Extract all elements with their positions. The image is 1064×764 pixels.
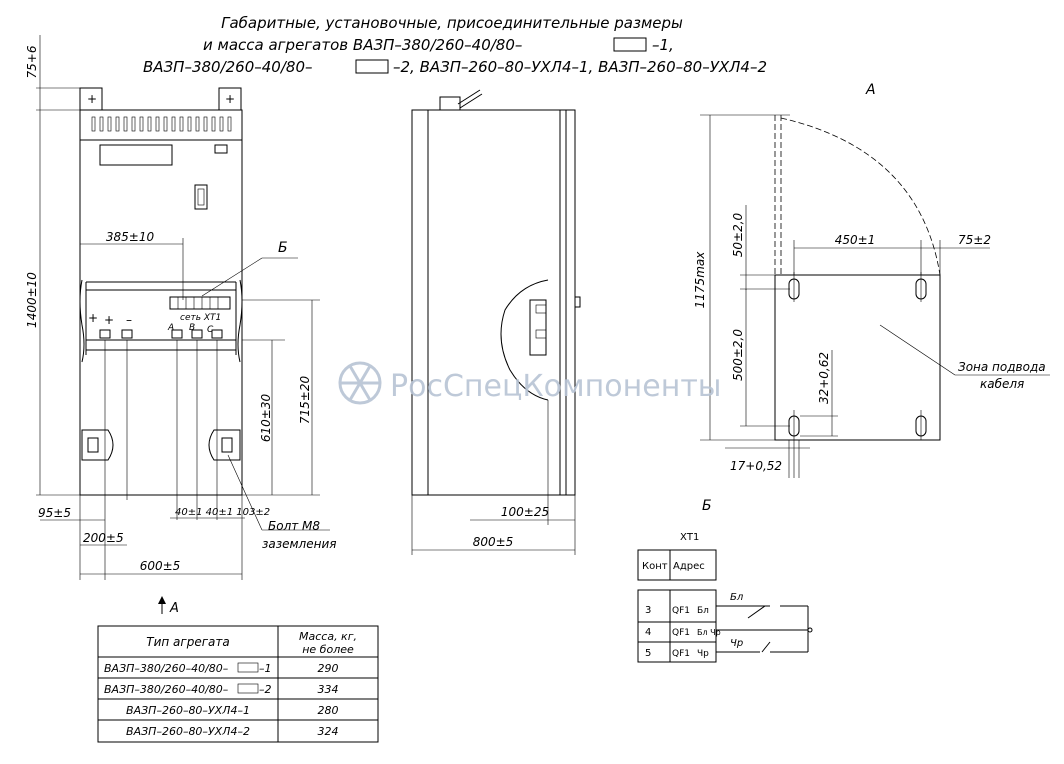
row-addr: QF1 (672, 606, 690, 616)
dim-800: 800±5 (473, 535, 514, 549)
switch-handle (194, 184, 208, 210)
view-arrow-a: А (169, 601, 179, 616)
phase-a-label: A (167, 323, 174, 333)
dim-385: 385±10 (106, 230, 155, 244)
terminal-label: сеть ХТ1 (180, 313, 221, 323)
dim-610: 610±30 (259, 394, 273, 443)
row-contact: 3 (645, 605, 651, 616)
display-panel (99, 144, 173, 166)
phase-c-label: C (207, 325, 214, 335)
zone-label-2: кабеля (980, 377, 1024, 391)
mass-table: Тип агрегата Масса, кг, не более ВАЗП–38… (97, 625, 379, 743)
row-wire: Бл (697, 606, 709, 616)
block-name: ХТ1 (680, 532, 699, 543)
row-contact: 4 (645, 627, 651, 638)
zone-label-1: Зона подвода (958, 360, 1046, 374)
dim-450: 450±1 (835, 233, 876, 247)
side-view: 100±25 800±5 (411, 89, 581, 555)
front-view: 75+6 + + 1400±10 385±1 (25, 35, 336, 616)
bottom-supports (81, 429, 241, 461)
row-mass: 334 (318, 683, 339, 696)
busbar-plus2-label: + (104, 313, 114, 327)
dim-715: 715±20 (298, 376, 312, 425)
callout-b: Б (278, 240, 288, 256)
dim-50: 50±2,0 (731, 212, 745, 257)
cabinet-side (411, 109, 576, 496)
drawing-title: Габаритные, установочные, присоединитель… (143, 14, 767, 76)
row-wire: Чр (697, 649, 709, 659)
watermark: РосСпецКомпоненты (338, 361, 721, 405)
dim-100: 100±25 (501, 505, 549, 519)
title-placeholder-box-2 (355, 59, 389, 74)
row-wire: Бл Чр (697, 628, 721, 637)
busbar-plus-label: + (88, 311, 98, 325)
row-type: ВАЗП–380/260–40/80– (104, 683, 229, 696)
dim-height-1400: 1400±10 (25, 272, 39, 328)
title-line-1: Габаритные, установочные, присоединитель… (221, 14, 683, 32)
title-line-2b: –1, (652, 36, 674, 54)
ground-label: заземления (262, 537, 336, 551)
watermark-text: РосСпецКомпоненты (390, 369, 721, 404)
row-type: ВАЗП–260–80–УХЛ4–2 (126, 725, 250, 738)
wire-chr: Чр (730, 638, 743, 649)
title-line-3a: ВАЗП–380/260–40/80– (143, 58, 313, 76)
header-type: Тип агрегата (146, 635, 229, 649)
dim-32: 32+0,62 (817, 352, 831, 404)
row-suffix: –1 (259, 662, 272, 675)
title-line-2a: и масса агрегатов ВАЗП–380/260–40/80– (203, 36, 522, 54)
lug-plus-left: + (87, 92, 97, 106)
lug-plus-right: + (225, 92, 235, 106)
dim-600: 600±5 (140, 559, 181, 573)
row-contact: 5 (645, 648, 651, 659)
dim-75: 75±2 (958, 233, 991, 247)
dim-small-group: 40±1 40±1 103±2 (175, 507, 270, 518)
row-mass: 324 (318, 725, 339, 738)
busbar-minus-label: – (126, 313, 132, 327)
dim-1175: 1175max (693, 251, 707, 309)
ventilation-slots (91, 116, 232, 132)
row-type: ВАЗП–380/260–40/80– (104, 662, 229, 675)
wire-bl: Бл (730, 592, 744, 603)
dim-top-75: 75+6 (25, 45, 39, 78)
dim-95: 95±5 (38, 506, 71, 520)
base-footprint (774, 274, 941, 441)
row-addr: QF1 (672, 628, 690, 638)
header-mass-1: Масса, кг, (299, 630, 357, 643)
phase-b-label: B (189, 323, 195, 333)
detail-b-label: Б (702, 498, 712, 514)
row-suffix: –2 (259, 683, 272, 696)
header-mass-2: не более (302, 643, 354, 656)
bolt-label: Болт М8 (268, 519, 320, 533)
row-mass: 290 (318, 662, 339, 675)
col-address: Адрес (673, 561, 705, 572)
dim-17: 17+0,52 (730, 459, 782, 473)
title-placeholder-box-1 (613, 37, 647, 52)
detail-a-base-plan: А 1175max 450±1 75±2 50±2,0 500±2,0 (693, 82, 1050, 478)
dim-500: 500±2,0 (731, 329, 745, 381)
detail-a-label: А (865, 82, 876, 98)
terminal-strip-xt1 (169, 296, 231, 310)
title-line-3b: –2, ВАЗП–260–80–УХЛ4–1, ВАЗП–260–80–УХЛ4… (393, 58, 767, 76)
row-addr: QF1 (672, 649, 690, 659)
row-type: ВАЗП–260–80–УХЛ4–1 (126, 704, 250, 717)
watermark-snowflake-icon (338, 361, 382, 405)
detail-b-terminal-table: Б ХТ1 Конт Адрес 3 QF1 Бл 4 QF1 Бл Чр 5 … (637, 498, 813, 663)
dim-200: 200±5 (83, 531, 124, 545)
col-contact: Конт (642, 561, 668, 572)
row-mass: 280 (318, 704, 339, 717)
cable-compartment: сеть ХТ1 + + – A B C (79, 279, 243, 363)
